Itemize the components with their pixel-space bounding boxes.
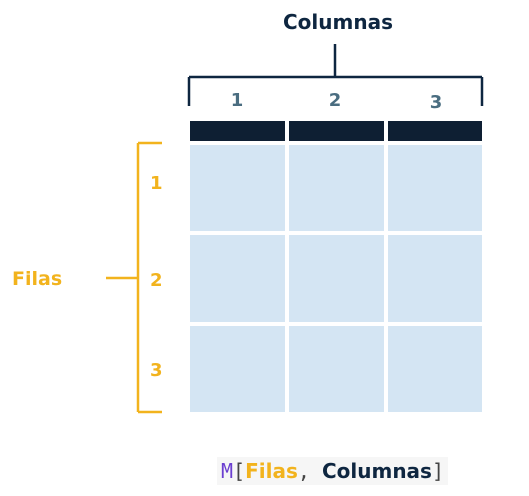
row-number-3: 3: [150, 360, 163, 381]
formula-separator: ,: [297, 459, 322, 483]
row-number-1: 1: [150, 173, 163, 194]
formula-rows: Filas: [245, 459, 298, 483]
matrix-cell-r3-c2: [289, 326, 384, 412]
formula-columns: Columnas: [321, 459, 432, 483]
row-number-2: 2: [150, 270, 163, 291]
matrix-cell-r2-c3: [388, 235, 482, 322]
column-number-2: 2: [328, 90, 342, 111]
formula-open-bracket: [: [233, 459, 246, 483]
column-number-3: 3: [429, 92, 443, 113]
matrix-cell-r1-c2: [289, 145, 384, 231]
indexing-formula: M[Filas, Columnas]: [217, 457, 449, 485]
columns-title: Columnas: [283, 10, 393, 34]
formula-matrix-name: M: [221, 459, 234, 483]
columns-bracket: [187, 44, 484, 106]
matrix-cell-r1-c1: [190, 145, 285, 231]
matrix-cell-r3-c1: [190, 326, 285, 412]
formula-close-bracket: ]: [431, 459, 445, 483]
matrix-cell-r3-c3: [388, 326, 482, 412]
matrix-cell-r2-c2: [289, 235, 384, 322]
column-header-bar-2: [289, 121, 384, 141]
matrix-cell-r2-c1: [190, 235, 285, 322]
matrix-cell-r1-c3: [388, 145, 482, 231]
rows-title: Filas: [12, 268, 63, 290]
column-header-bar-1: [190, 121, 285, 141]
column-number-1: 1: [230, 90, 244, 111]
column-header-bar-3: [388, 121, 482, 141]
rows-bracket: [106, 141, 162, 414]
